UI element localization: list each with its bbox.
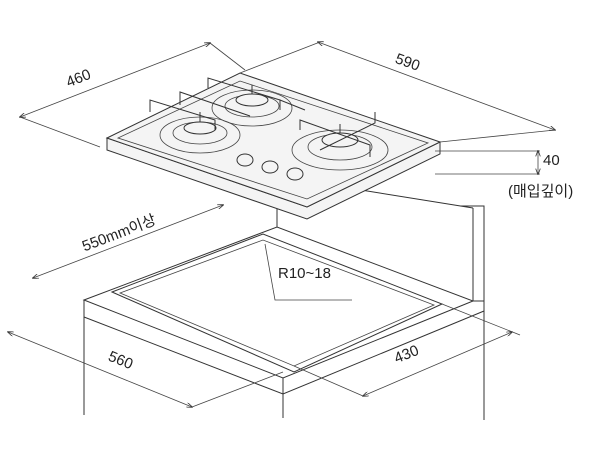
embed-depth-caption: (매입깊이): [508, 183, 574, 200]
dim-460-line: [20, 43, 210, 117]
gas-hob: [105, 72, 442, 220]
burner-back: [211, 85, 293, 127]
control-knobs: [236, 153, 304, 181]
dim-430-line: [363, 332, 512, 396]
dim-40-label: 40: [543, 152, 560, 169]
radius-leader: [264, 243, 352, 301]
dim-560-line: [8, 332, 192, 407]
countertop-edge: [83, 300, 485, 395]
dimension-lines: [8, 42, 555, 407]
dim-590-line: [318, 42, 555, 130]
cutout-radius-label: R10~18: [278, 265, 331, 282]
dim-550-line: [33, 205, 223, 278]
